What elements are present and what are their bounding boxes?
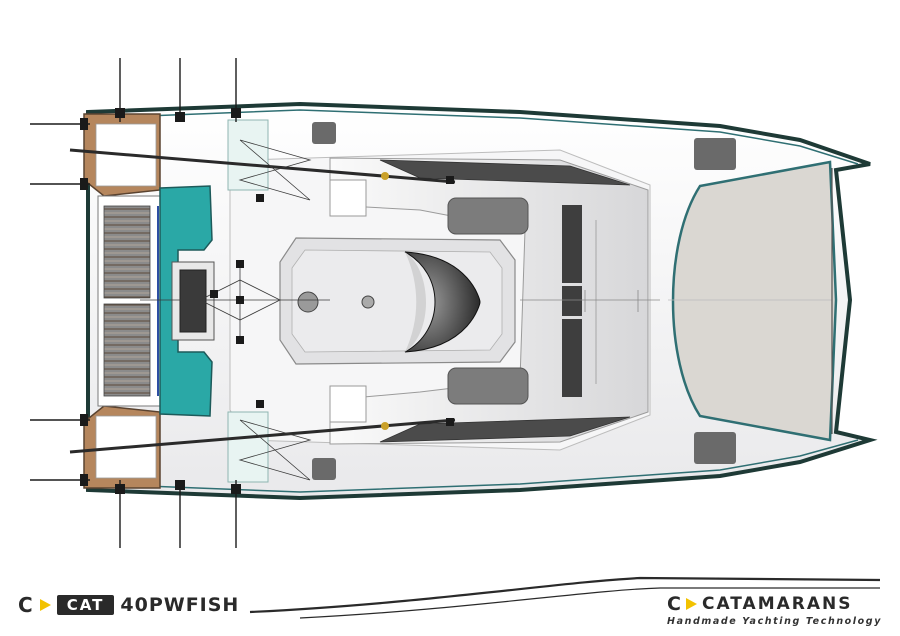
upper-side-step [329, 179, 367, 217]
lower-transom-glass [227, 411, 269, 483]
brand-prefix: C [667, 593, 681, 615]
upper-transom-glass [227, 119, 269, 191]
model-name: 40PWFISH [120, 594, 240, 616]
yellow-arrow-icon [685, 598, 697, 610]
windshield-panel-3 [562, 319, 582, 397]
upper-bow-hatch [694, 138, 736, 170]
radar-dome [297, 291, 319, 313]
rigging [140, 139, 330, 481]
aft-deck-teak-upper [103, 205, 151, 299]
lower-window-strip [379, 416, 631, 443]
lower-hull-trim [94, 439, 859, 493]
trampoline [671, 160, 838, 442]
upper-hull-trim [94, 109, 859, 165]
upper-aft-hatch [312, 122, 336, 144]
model-series-badge: CAT [56, 595, 115, 615]
antenna-dome [361, 295, 375, 309]
cockpit-fittings [210, 176, 454, 426]
upper-outrigger [69, 148, 456, 184]
windshield-panel-1 [562, 205, 582, 283]
aft-deck-teak-lower [103, 303, 151, 397]
cockpit-seating [159, 185, 213, 417]
brand-logo: C CATAMARANS Handmade Yachting Technolog… [667, 593, 882, 627]
rod-reels [80, 108, 241, 494]
lower-aft-hatch [312, 458, 336, 480]
brand-tagline: Handmade Yachting Technology [667, 616, 882, 627]
model-logo: C CAT 40PWFISH [18, 593, 240, 617]
lower-bow-hatch [694, 432, 736, 464]
upper-helm-seat [447, 197, 529, 235]
brand-name: CATAMARANS [701, 594, 853, 614]
lower-outrigger [69, 418, 456, 454]
swoosh-line-2 [299, 587, 880, 619]
flybridge-dome-light [405, 252, 427, 352]
upper-window-strip [379, 159, 631, 186]
swoosh-line-1 [249, 576, 881, 614]
flybridge-dome [404, 251, 481, 353]
windshield-panel-2 [562, 286, 582, 316]
lower-helm-seat [447, 367, 529, 405]
model-logo-prefix: C [18, 593, 34, 617]
lower-side-step [329, 385, 367, 423]
yellow-arrow-icon [39, 599, 51, 611]
